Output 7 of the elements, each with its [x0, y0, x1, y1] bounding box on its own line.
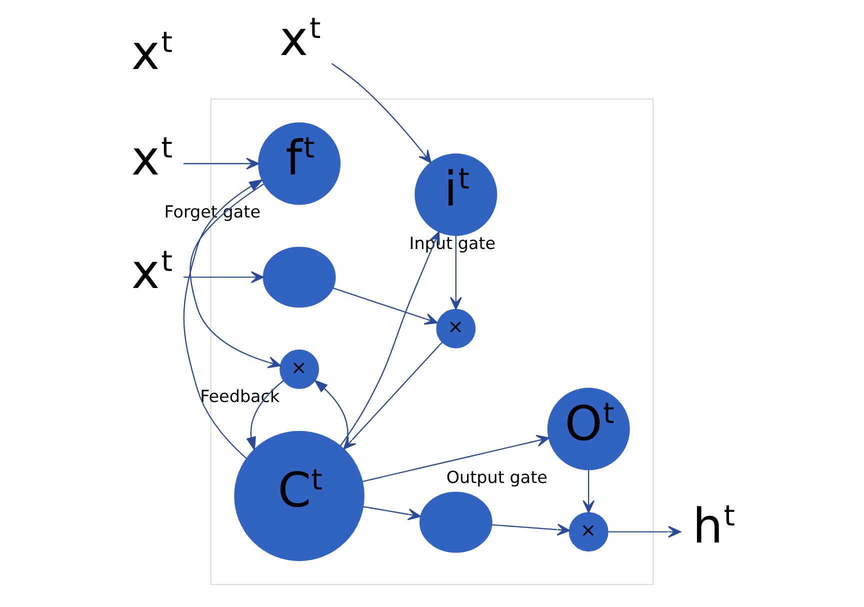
- node-text: x$^{t}$: [131, 25, 172, 82]
- node-text: x$^{t}$: [131, 244, 172, 300]
- node-text: h$^{t}$: [692, 498, 735, 555]
- node-text: x$^{t}$: [280, 10, 321, 67]
- node-label: Forget gate: [164, 202, 261, 222]
- node-text: x$^{t}$: [131, 130, 172, 186]
- node-label: Output gate: [446, 467, 548, 488]
